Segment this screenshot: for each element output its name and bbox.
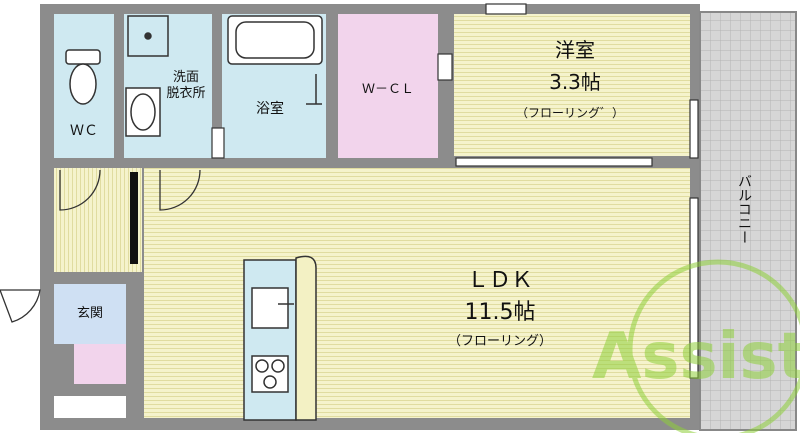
- watermark-text: Assist: [592, 320, 800, 394]
- walk-in-closet: [338, 14, 438, 158]
- western-room: [454, 14, 690, 156]
- label-western-room-size: 3.3帖: [549, 70, 601, 94]
- washbasin-fixture: [125, 87, 161, 137]
- bathtub-fixture: [227, 15, 323, 65]
- door-swings: [0, 169, 201, 323]
- sliding-doors: [211, 3, 699, 379]
- label-washroom-1: 洗面: [172, 70, 199, 85]
- label-washroom-2: 脱衣所: [166, 86, 206, 101]
- ldk-room: [144, 168, 690, 418]
- hallway: [54, 168, 142, 272]
- shower-hose: [306, 74, 322, 105]
- label-western-room-name: 洋室: [555, 38, 595, 62]
- label-western-room-floor: （フローリング゛）: [515, 106, 624, 120]
- assist-watermark: Assist: [592, 259, 800, 433]
- label-balcony: バルコニー: [736, 174, 752, 244]
- label-ldk-name: ＬＤＫ: [466, 268, 533, 293]
- label-wcl: Ｗ－ＣＬ: [361, 82, 414, 97]
- label-wc: ＷＣ: [70, 123, 98, 139]
- washer-pan: [127, 15, 169, 57]
- balcony-area: [699, 11, 797, 431]
- entrance-area: [54, 284, 126, 344]
- label-ldk-size: 11.5帖: [464, 300, 536, 325]
- shoe-storage: [74, 344, 126, 384]
- storage-niche: [54, 396, 126, 418]
- label-bath: 浴室: [256, 101, 284, 117]
- room-partition: [130, 172, 138, 264]
- toilet-fixture: [65, 49, 101, 105]
- label-ldk-floor: （フローリング）: [447, 334, 552, 349]
- kitchen-counter: [243, 255, 317, 421]
- label-entrance: 玄関: [76, 306, 103, 321]
